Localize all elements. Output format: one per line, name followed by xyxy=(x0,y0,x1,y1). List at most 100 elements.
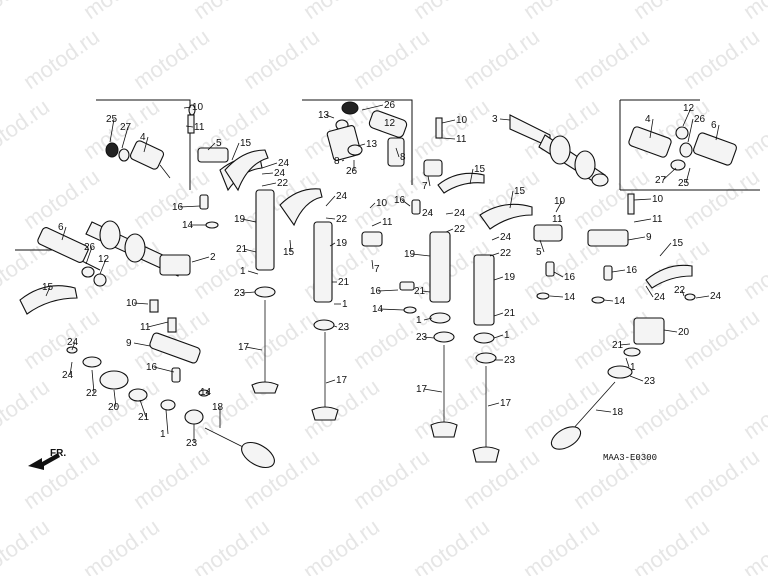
callout-number: 21 xyxy=(138,412,150,423)
leader-line xyxy=(91,369,95,394)
watermark-text: motod.ru xyxy=(679,444,764,514)
leader-line xyxy=(441,119,456,124)
leader-line xyxy=(207,142,216,151)
callout-number: 26 xyxy=(84,242,96,253)
watermark-text: motod.ru xyxy=(409,94,494,164)
callout-number: 11 xyxy=(552,214,563,225)
leader-line xyxy=(379,308,405,311)
leader-line xyxy=(113,389,117,408)
callout-number: 21 xyxy=(414,286,426,297)
callout-number: 15 xyxy=(514,186,526,197)
leader-line xyxy=(509,190,514,209)
callout-number: 21 xyxy=(338,277,350,288)
leader-line xyxy=(421,290,431,293)
leader-line xyxy=(69,361,73,376)
callout-number: 23 xyxy=(504,355,516,366)
watermark-text: motod.ru xyxy=(0,374,54,444)
callout-number: 7 xyxy=(422,181,428,192)
watermark-text: motod.ru xyxy=(629,514,714,576)
watermark-text: motod.ru xyxy=(459,304,544,374)
watermark-text: motod.ru xyxy=(679,164,764,234)
valve-stack-a xyxy=(224,149,417,421)
callout-number: 21 xyxy=(612,340,624,351)
callout-number: 21 xyxy=(236,244,248,255)
watermark-text: motod.ru xyxy=(629,374,714,444)
callout-number: 1 xyxy=(240,266,246,277)
leader-line xyxy=(341,159,345,162)
callout-number: 26 xyxy=(694,114,706,125)
watermark-text: motod.ru xyxy=(349,24,434,94)
callout-number: 10 xyxy=(456,115,468,126)
callout-number: 1 xyxy=(160,429,166,440)
leader-line xyxy=(139,399,147,418)
leader-line xyxy=(147,321,169,328)
watermark-text: motod.ru xyxy=(189,0,274,24)
callout-number: 22 xyxy=(86,388,98,399)
watermark-text: motod.ru xyxy=(519,514,604,576)
callout-number: 19 xyxy=(234,214,246,225)
callout-number: 10 xyxy=(126,298,138,309)
leader-line xyxy=(333,325,338,328)
callout-number: 8 xyxy=(400,152,406,163)
watermark-text: motod.ru xyxy=(739,0,768,24)
leader-line xyxy=(662,167,677,181)
leader-line xyxy=(183,106,192,109)
leader-line xyxy=(619,343,631,346)
callout-number: 12 xyxy=(98,254,110,265)
callout-number: 26 xyxy=(384,100,396,111)
callout-number: 22 xyxy=(336,214,348,225)
callout-number: 24 xyxy=(336,191,348,202)
leader-line xyxy=(357,143,366,147)
leader-line xyxy=(553,271,564,278)
leader-line xyxy=(133,342,151,347)
callout-number: 12 xyxy=(683,103,695,114)
leader-line xyxy=(681,289,685,297)
watermark-text: motod.ru xyxy=(239,24,324,94)
leader-line xyxy=(427,175,431,187)
callout-number: 1 xyxy=(630,362,636,373)
callout-number: 1 xyxy=(342,299,348,310)
leader-line xyxy=(423,388,443,393)
leader-line xyxy=(555,200,563,213)
leader-line xyxy=(243,248,257,253)
watermark-text: motod.ru xyxy=(629,0,714,24)
leader-line xyxy=(493,276,504,281)
leader-line xyxy=(687,118,694,143)
leader-line xyxy=(241,291,256,294)
leader-line xyxy=(61,226,67,241)
callout-number: 22 xyxy=(674,285,686,296)
callout-number: 24 xyxy=(274,168,286,179)
callout-number: 23 xyxy=(644,376,656,387)
callout-number: 22 xyxy=(500,248,512,259)
leader-line xyxy=(401,199,411,207)
callout-number: 16 xyxy=(172,202,184,213)
watermark-text: motod.ru xyxy=(239,304,324,374)
callout-number: 6 xyxy=(711,120,717,131)
callout-number: 24 xyxy=(67,337,79,348)
callout-number: 16 xyxy=(626,265,638,276)
callout-number: 7 xyxy=(374,264,380,275)
watermark-text: motod.ru xyxy=(0,0,54,24)
callout-number: 17 xyxy=(336,375,348,386)
callout-number: 25 xyxy=(106,114,118,125)
callout-number: 14 xyxy=(372,304,384,315)
callout-number: 4 xyxy=(645,114,651,125)
watermark-text: motod.ru xyxy=(409,0,494,24)
leader-line xyxy=(185,125,194,128)
watermark-text: motod.ru xyxy=(679,24,764,94)
leader-line xyxy=(423,317,433,321)
leader-line xyxy=(682,107,692,127)
leader-line xyxy=(85,246,93,265)
leader-line xyxy=(489,252,500,257)
callout-number: 18 xyxy=(212,402,224,413)
front-left-rocker-valve xyxy=(19,285,275,469)
callout-number: 27 xyxy=(120,122,132,133)
watermark-text: motod.ru xyxy=(739,374,768,444)
callout-number: 24 xyxy=(500,232,512,243)
watermark-text: motod.ru xyxy=(349,444,434,514)
leader-line xyxy=(179,205,201,208)
watermark-text: motod.ru xyxy=(299,514,384,576)
callout-number: 1 xyxy=(504,330,510,341)
leader-line xyxy=(241,218,257,223)
